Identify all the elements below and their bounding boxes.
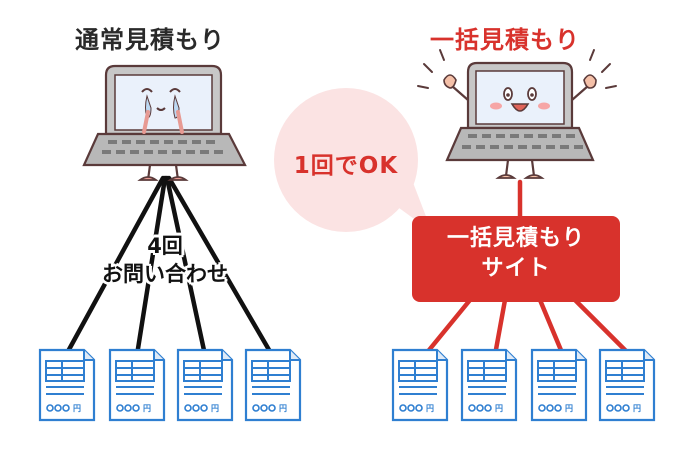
inquiry-count-label: 4回 お問い合わせ (70, 232, 260, 288)
left-quote-document-2 (108, 348, 166, 422)
bulk-site-line1: 一括見積もり (446, 226, 585, 251)
laptop-happy-icon (417, 49, 617, 179)
left-quote-document-4 (244, 348, 302, 422)
inquiry-count-line2: お問い合わせ (102, 262, 228, 286)
bulk-estimate-site-box (412, 216, 620, 302)
bubble-once-label: 1回でOK (293, 153, 399, 179)
left-quote-document-1 (38, 348, 96, 422)
right-quote-document-3 (530, 348, 588, 422)
inquiry-count-line1: 4回 (147, 234, 183, 258)
laptop-crying-icon (82, 64, 247, 181)
normal-estimate-title: 通常見積もり (75, 26, 225, 54)
right-quote-document-2 (460, 348, 518, 422)
right-quote-document-1 (391, 348, 449, 422)
bulk-estimate-title: 一括見積もり (430, 26, 580, 54)
bulk-site-line2: サイト (481, 256, 551, 281)
right-quote-document-4 (598, 348, 656, 422)
left-quote-document-3 (176, 348, 234, 422)
right-connector-lines (422, 179, 633, 358)
bulk-site-label: 一括見積もり サイト (412, 224, 620, 284)
left-connector-lines (63, 175, 275, 358)
